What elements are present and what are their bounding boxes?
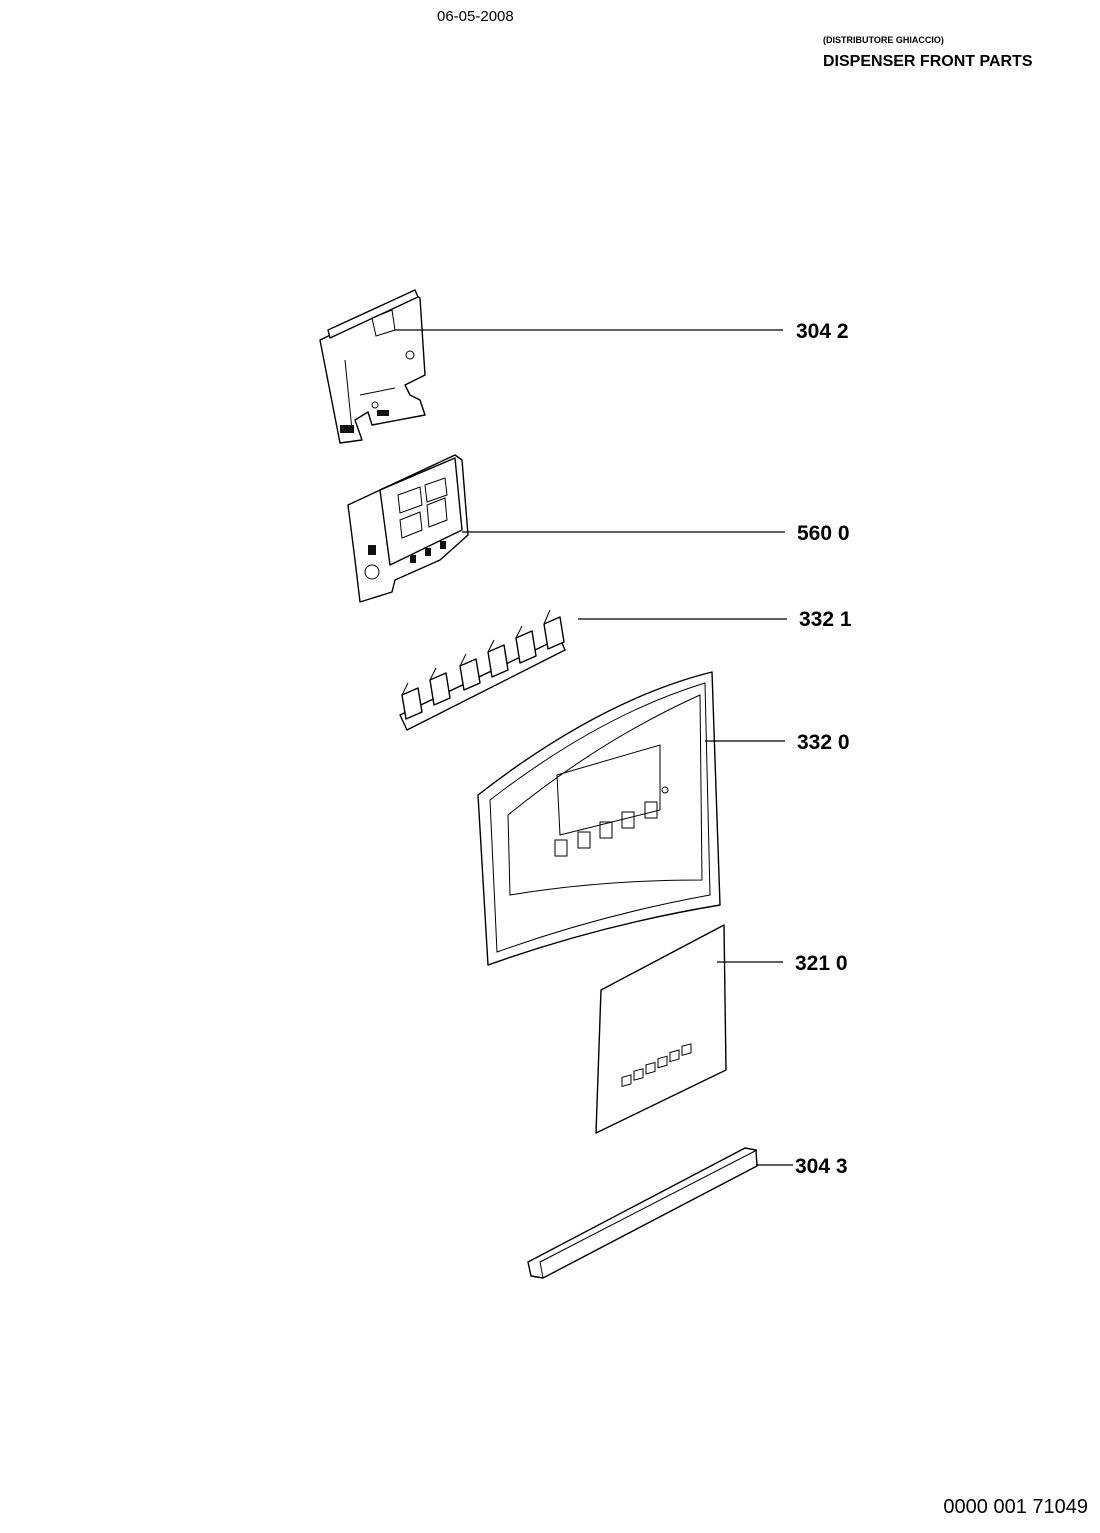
callout-304-3: 304 3 — [795, 1155, 848, 1178]
drawing-date: 06-05-2008 — [437, 8, 514, 25]
callout-321-0: 321 0 — [795, 952, 848, 975]
callout-304-2: 304 2 — [796, 320, 849, 343]
document-number: 0000 001 71049 — [943, 1496, 1088, 1518]
part-332-1-drawing — [399, 609, 566, 731]
callout-560-0: 560 0 — [797, 522, 850, 545]
part-321-0-drawing — [595, 924, 727, 1134]
part-560-0-drawing — [347, 454, 469, 603]
part-304-2-drawing — [319, 289, 426, 444]
part-304-3-drawing — [527, 1147, 758, 1279]
callout-332-1: 332 1 — [799, 608, 852, 631]
drawing-subtitle: (DISTRIBUTORE GHIACCIO) — [823, 35, 944, 45]
callout-332-0: 332 0 — [797, 731, 850, 754]
part-332-0-drawing — [477, 671, 721, 966]
drawing-title: DISPENSER FRONT PARTS — [823, 53, 1033, 70]
